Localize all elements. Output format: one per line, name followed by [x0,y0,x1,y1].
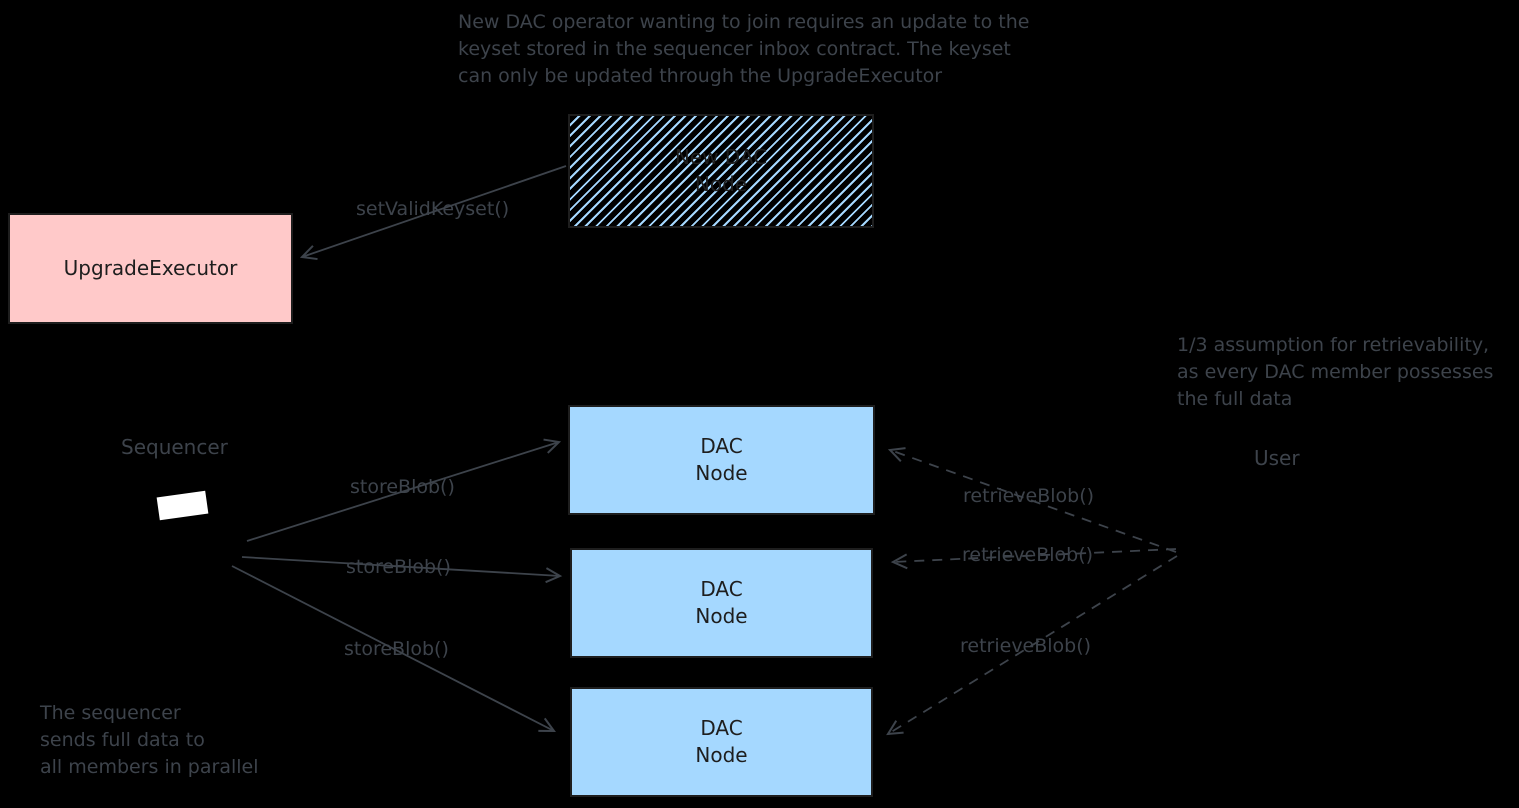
bottom-note-line: The sequencer [40,702,181,724]
dac-node-label-line: Node [695,604,748,628]
dac-node-box-2: DAC Node [570,548,873,658]
set-valid-keyset-label: setValidKeyset() [356,198,510,220]
store-blob-arrow-2 [241,556,563,584]
upgrade-executor-label: UpgradeExecutor [63,256,238,280]
bottom-note: The sequencer sends full data to all mem… [40,700,259,781]
bottom-note-line: sends full data to [40,729,205,751]
top-note-line: can only be updated through the UpgradeE… [458,65,943,87]
store-blob-label-1: storeBlob() [350,476,455,498]
set-valid-keyset-arrow [299,165,567,261]
dac-node-box-1: DAC Node [568,405,875,515]
retrieve-blob-label-1: retrieveBlob() [963,485,1095,507]
bottom-note-line: all members in parallel [40,756,259,778]
sequencer-label: Sequencer [121,435,228,459]
dac-node-label-line: Node [695,743,748,767]
store-blob-label-2: storeBlob() [346,556,451,578]
top-note: New DAC operator wanting to join require… [458,9,1029,90]
store-blob-label-3: storeBlob() [344,638,449,660]
dac-node-box-3: DAC Node [570,687,873,797]
retrieve-blob-arrow-1 [887,447,1177,553]
new-dac-node-label-line: New DAC [674,145,768,169]
dac-node-label-line: DAC [700,577,743,601]
retrieve-blob-label-2: retrieveBlob() [962,544,1094,566]
retrieve-blob-arrow-3 [886,555,1178,736]
assumption-note-line: the full data [1177,388,1293,410]
store-blob-arrow-1 [246,438,562,542]
dac-node-label-line: Node [695,461,748,485]
top-note-line: keyset stored in the sequencer inbox con… [458,38,1011,60]
dac-node-label-line: DAC [700,716,743,740]
assumption-note: 1/3 assumption for retrievability, as ev… [1177,332,1493,413]
assumption-note-line: as every DAC member possesses [1177,361,1494,383]
new-dac-node-label-line: Node [694,172,748,196]
retrieve-blob-label-3: retrieveBlob() [960,635,1092,657]
dac-node-label-line: DAC [700,434,743,458]
assumption-note-line: 1/3 assumption for retrievability, [1177,334,1490,356]
user-label: User [1254,446,1300,470]
retrieve-blob-arrow-2 [890,548,1177,570]
upgrade-executor-box: UpgradeExecutor [8,213,293,324]
store-blob-arrow-3 [231,565,556,733]
top-note-line: New DAC operator wanting to join require… [458,11,1030,33]
new-dac-node-box: New DAC Node [568,114,874,228]
